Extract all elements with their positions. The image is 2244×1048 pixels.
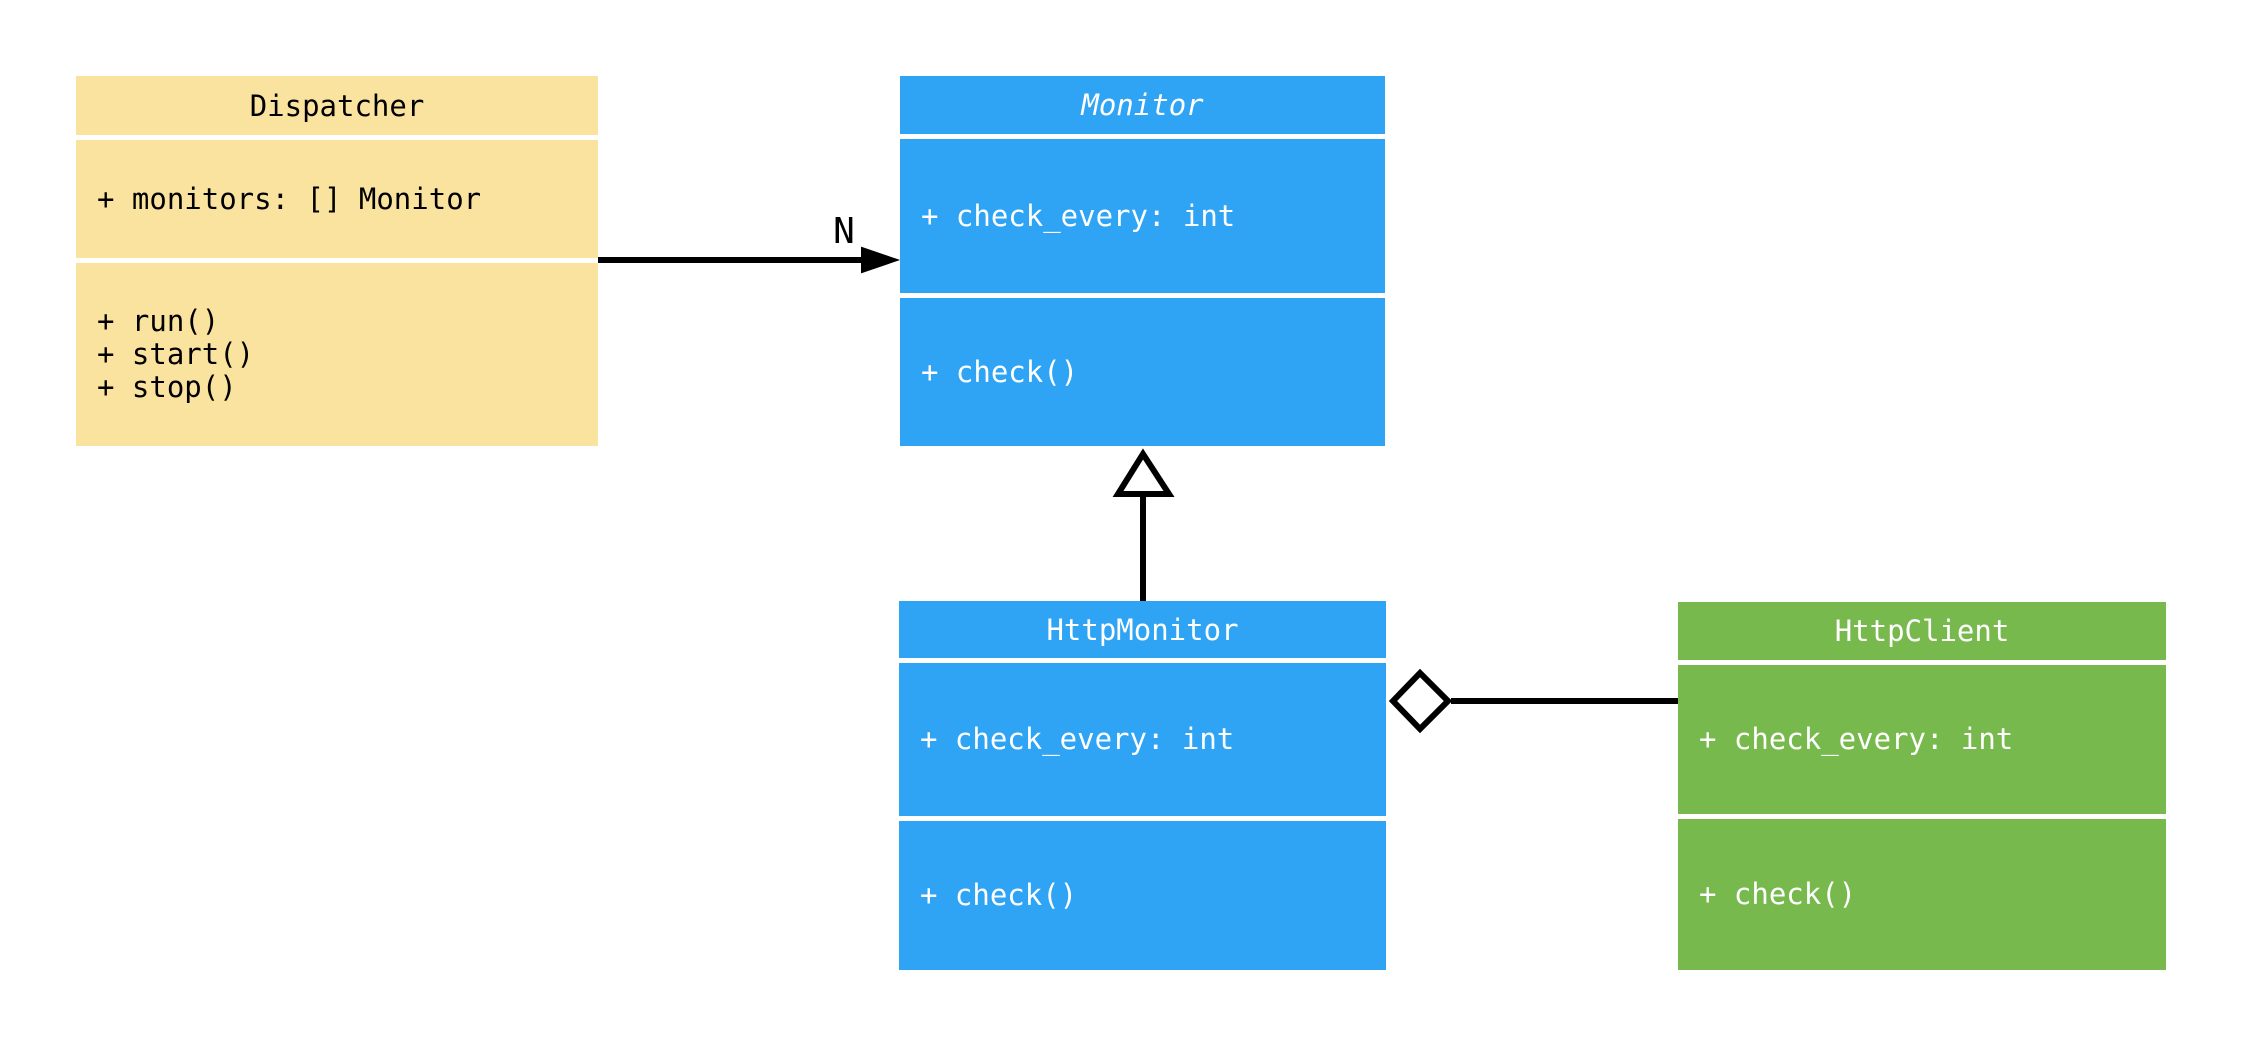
class-method: + check()	[1699, 877, 1857, 911]
class-attribute: + check_every: int	[921, 198, 1236, 233]
class-methods-compartment: + check()	[900, 298, 1385, 446]
edge-association-dispatcher-monitor: N	[598, 211, 901, 274]
class-method: + stop()	[97, 370, 237, 404]
class-title-compartment: HttpClient	[1678, 602, 2166, 660]
class-method: + start()	[97, 337, 255, 371]
class-methods-compartment: + check()	[899, 821, 1386, 970]
class-title: Dispatcher	[249, 88, 425, 123]
class-methods-compartment: + check()	[1678, 819, 2166, 970]
class-attributes-compartment: + check_every: int	[900, 139, 1385, 293]
class-methods-compartment: + run() + start() + stop()	[76, 263, 598, 446]
association-arrowhead-icon	[861, 246, 901, 274]
edge-aggregation-httpmonitor-httpclient	[1388, 668, 1678, 734]
class-httpmonitor: HttpMonitor + check_every: int + check()	[899, 601, 1386, 970]
class-title: HttpClient	[1834, 614, 2010, 648]
class-dispatcher: Dispatcher + monitors: [] Monitor + run(…	[76, 76, 598, 446]
class-title-compartment: Monitor	[900, 76, 1385, 134]
class-attributes-compartment: + check_every: int	[899, 663, 1386, 816]
aggregation-diamond-icon	[1388, 668, 1453, 734]
class-title-compartment: HttpMonitor	[899, 601, 1386, 658]
class-attribute: + monitors: [] Monitor	[97, 181, 482, 216]
class-method: + run()	[97, 304, 220, 338]
class-attribute: + check_every: int	[1699, 722, 2014, 756]
class-method: + check()	[921, 354, 1079, 389]
class-title-compartment: Dispatcher	[76, 76, 598, 135]
class-attribute: + check_every: int	[920, 722, 1235, 756]
class-monitor: Monitor + check_every: int + check()	[900, 76, 1385, 446]
multiplicity-label: N	[833, 211, 855, 252]
class-attributes-compartment: + monitors: [] Monitor	[76, 140, 598, 258]
class-httpclient: HttpClient + check_every: int + check()	[1678, 602, 2166, 970]
edge-inheritance-httpmonitor-monitor	[1112, 448, 1175, 601]
class-title: HttpMonitor	[1046, 612, 1239, 647]
class-method: + check()	[920, 878, 1078, 912]
class-attributes-compartment: + check_every: int	[1678, 665, 2166, 814]
class-title: Monitor	[1081, 88, 1204, 122]
inheritance-triangle-icon	[1112, 448, 1175, 497]
